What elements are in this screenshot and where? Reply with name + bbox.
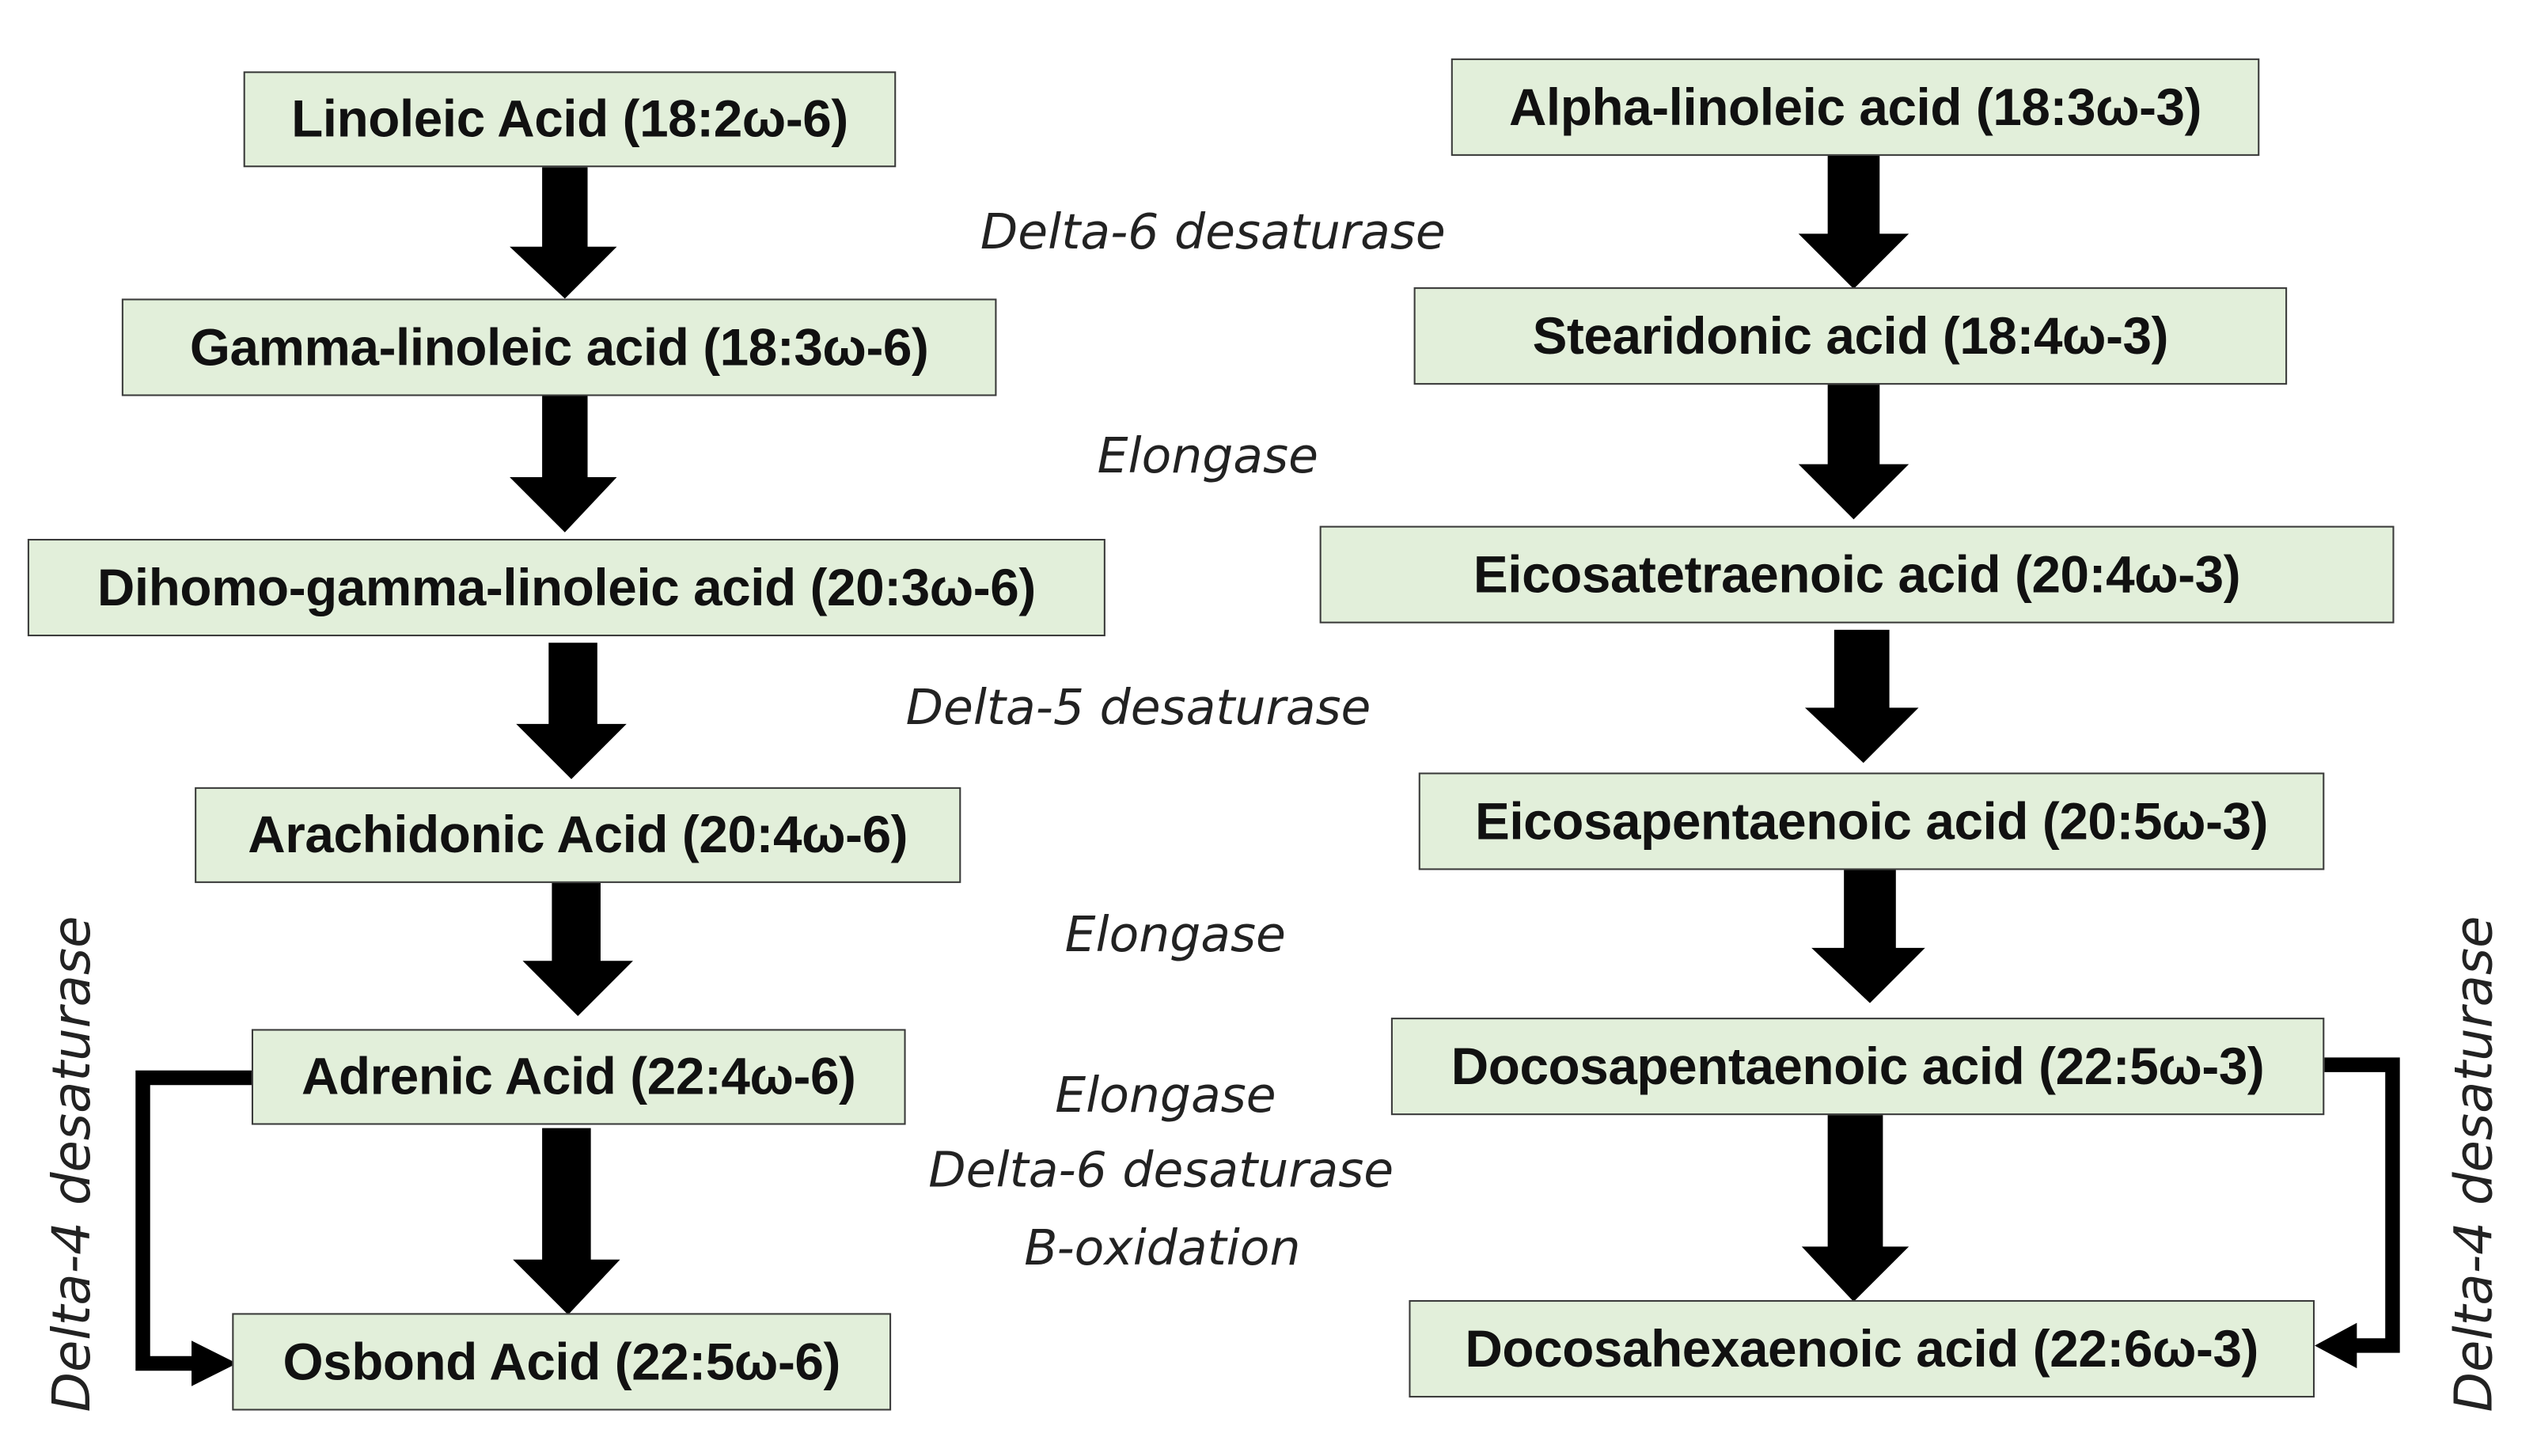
enzyme-label-elongase-2: Elongase <box>1064 907 1286 965</box>
box-osbond-acid: Osbond Acid (22:5ω-6) <box>232 1313 892 1411</box>
box-adrenic-acid: Adrenic Acid (22:4ω-6) <box>251 1029 906 1125</box>
enzyme-label-elongase-1: Elongase <box>1097 428 1318 486</box>
box-docosapentaenoic-acid: Docosapentaenoic acid (22:5ω-3) <box>1390 1018 2325 1116</box>
arrow-dihomo-to-arachidonic <box>516 643 627 779</box>
elbow-arrowhead-right <box>2315 1322 2357 1369</box>
box-eicosapentaenoic-acid-label: Eicosapentaenoic acid (20:5ω-3) <box>1474 791 2269 850</box>
enzyme-label-delta5-desaturase: Delta-5 desaturase <box>905 680 1371 737</box>
box-alpha-linoleic-acid-label: Alpha-linoleic acid (18:3ω-3) <box>1508 77 2202 136</box>
enzyme-label-delta6-desaturase: Delta-6 desaturase <box>980 204 1446 262</box>
elbow-arrowhead-left <box>192 1340 237 1386</box>
arrow-alpha-to-stearidonic <box>1798 154 1909 290</box>
box-stearidonic-acid-label: Stearidonic acid (18:4ω-3) <box>1532 305 2169 365</box>
box-docosapentaenoic-acid-label: Docosapentaenoic acid (22:5ω-3) <box>1451 1036 2265 1095</box>
arrow-arachidonic-to-adrenic <box>522 881 633 1017</box>
box-dihomo-gamma-linoleic-acid: Dihomo-gamma-linoleic acid (20:3ω-6) <box>27 538 1105 637</box>
box-eicosapentaenoic-acid: Eicosapentaenoic acid (20:5ω-3) <box>1418 772 2325 870</box>
arrow-docosapentaenoic-to-docosahexaenoic <box>1801 1113 1909 1302</box>
box-gamma-linoleic-acid-label: Gamma-linoleic acid (18:3ω-6) <box>189 317 929 376</box>
box-linoleic-acid-label: Linoleic Acid (18:2ω-6) <box>291 89 848 148</box>
arrow-adrenic-to-osbond <box>513 1128 620 1315</box>
side-label-delta4-desaturase-left: Delta-4 desaturase <box>40 916 103 1412</box>
elbow-arrow-adrenic-to-osbond <box>135 1070 253 1371</box>
elbow-arrow-docosapentaenoic-to-docosahexaenoic <box>2324 1057 2400 1353</box>
box-gamma-linoleic-acid: Gamma-linoleic acid (18:3ω-6) <box>121 298 997 396</box>
box-arachidonic-acid-label: Arachidonic Acid (20:4ω-6) <box>248 805 908 864</box>
box-osbond-acid-label: Osbond Acid (22:5ω-6) <box>283 1332 840 1390</box>
arrow-stearidonic-to-eicosatetraenoic <box>1798 383 1909 520</box>
side-label-delta4-desaturase-right: Delta-4 desaturase <box>2443 916 2505 1412</box>
arrow-linoleic-to-gamma <box>510 167 617 299</box>
box-linoleic-acid: Linoleic Acid (18:2ω-6) <box>243 71 897 168</box>
box-docosahexaenoic-acid: Docosahexaenoic acid (22:6ω-3) <box>1409 1300 2315 1398</box>
arrow-eicosatetraenoic-to-eicosapentaenoic <box>1804 629 1919 764</box>
arrow-eicosapentaenoic-to-docosapentaenoic <box>1811 870 1925 1003</box>
enzyme-label-b-oxidation: B-oxidation <box>1024 1220 1301 1278</box>
box-alpha-linoleic-acid: Alpha-linoleic acid (18:3ω-3) <box>1451 58 2260 156</box>
box-docosahexaenoic-acid-label: Docosahexaenoic acid (22:6ω-3) <box>1465 1318 2259 1378</box>
arrow-gamma-to-dihomo <box>510 396 617 533</box>
enzyme-label-elongase-3: Elongase <box>1055 1067 1276 1125</box>
box-arachidonic-acid: Arachidonic Acid (20:4ω-6) <box>195 787 961 883</box>
box-dihomo-gamma-linoleic-acid-label: Dihomo-gamma-linoleic acid (20:3ω-6) <box>97 557 1036 616</box>
box-adrenic-acid-label: Adrenic Acid (22:4ω-6) <box>301 1047 856 1105</box>
box-eicosatetraenoic-acid-label: Eicosatetraenoic acid (20:4ω-3) <box>1473 544 2241 604</box>
box-eicosatetraenoic-acid: Eicosatetraenoic acid (20:4ω-3) <box>1319 525 2395 624</box>
box-stearidonic-acid: Stearidonic acid (18:4ω-3) <box>1413 287 2288 385</box>
enzyme-label-delta6-desaturase-2: Delta-6 desaturase <box>928 1143 1394 1200</box>
